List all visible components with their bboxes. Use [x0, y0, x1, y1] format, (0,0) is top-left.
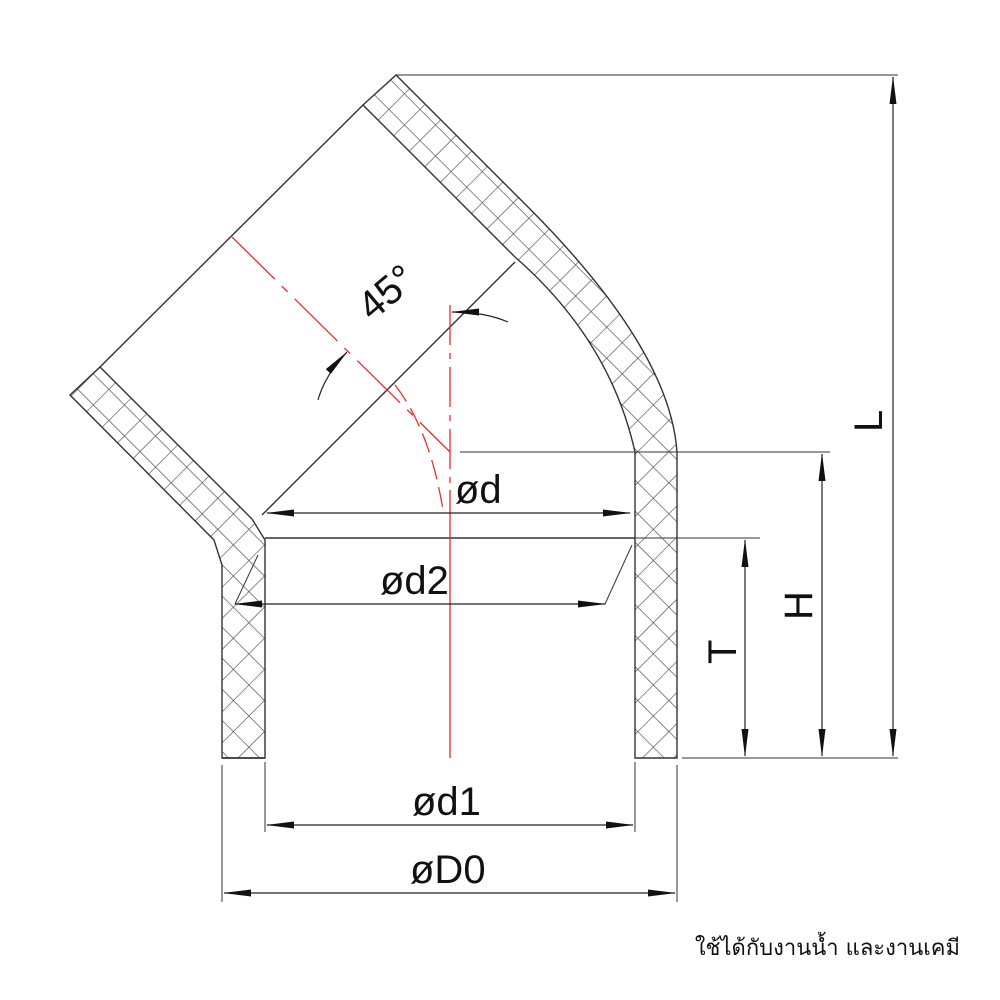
usage-caption: ใช้ได้กับงานน้ำ และงานเคมี: [694, 936, 960, 961]
angle-label: 45°: [350, 256, 425, 329]
dim-d-label: ød: [455, 468, 502, 512]
dim-d2-label: ød2: [380, 559, 449, 603]
dim-H-label: H: [777, 591, 821, 620]
left-wall-hatch: [68, 366, 266, 759]
centerlines: [231, 236, 451, 758]
dim-d1-label: ød1: [412, 780, 481, 824]
right-wall-hatch: [361, 74, 678, 759]
dim-D0-label: øD0: [410, 848, 486, 892]
dim-T-label: T: [701, 640, 745, 664]
dim-L-label: L: [847, 410, 891, 432]
